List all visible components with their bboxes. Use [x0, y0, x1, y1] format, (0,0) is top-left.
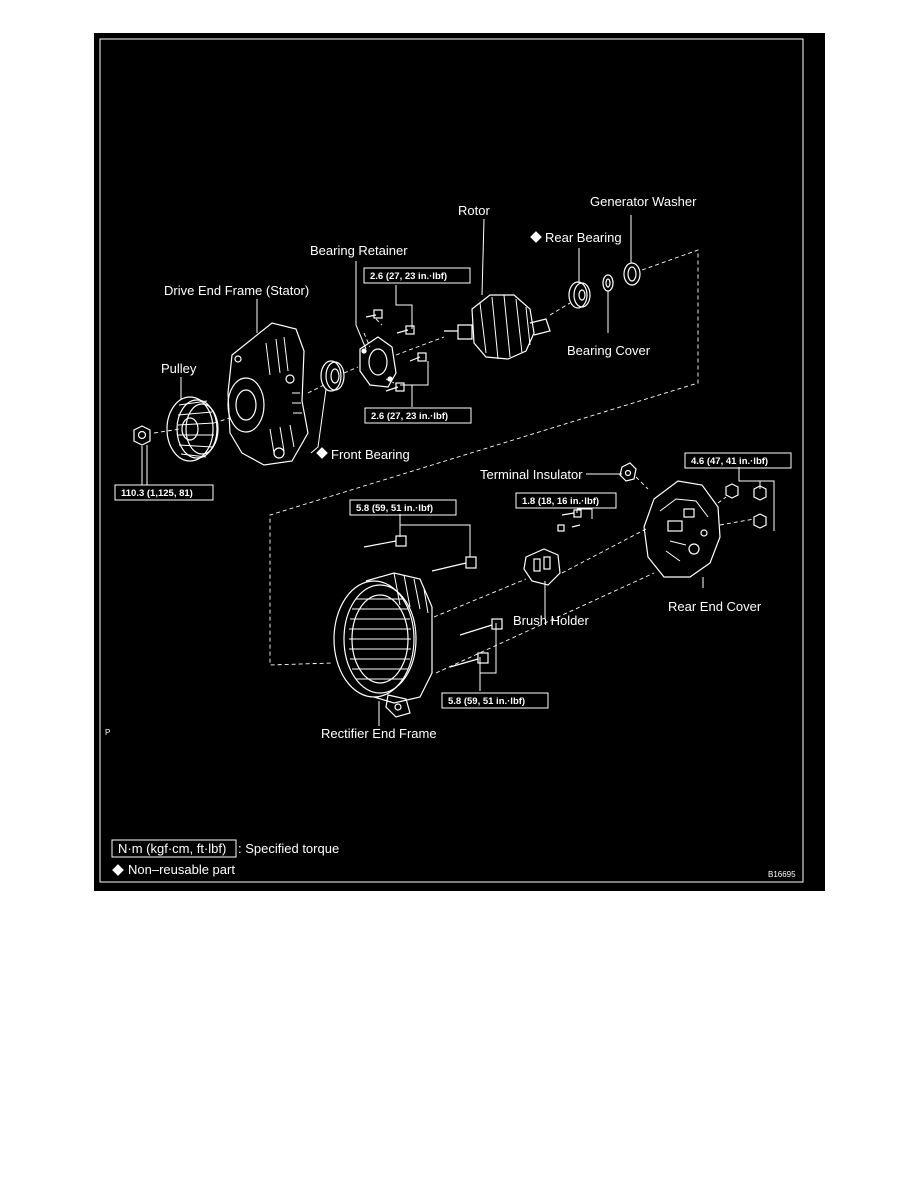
diagram-code: B16695: [768, 870, 796, 879]
torque-box-frame-top: [349, 499, 457, 516]
torque-rear-cover: 4.6 (47, 41 in.·lbf): [691, 456, 768, 467]
rear-end-cover-part: [643, 480, 721, 578]
label-pulley: Pulley: [161, 361, 197, 376]
pulley-part: [166, 396, 219, 462]
label-terminal-insulator: Terminal Insulator: [480, 467, 583, 482]
torque-retainer-top: 2.6 (27, 23 in.·lbf): [370, 271, 447, 282]
front-bearing-part: [320, 360, 345, 392]
diagram-frame: [99, 38, 804, 883]
label-rotor: Rotor: [458, 203, 490, 218]
assembly-axes: [153, 249, 755, 674]
rear-bearing-part: [568, 281, 591, 309]
label-bearing-retainer: Bearing Retainer: [310, 243, 408, 258]
torque-brush-holder: 1.8 (18, 16 in.·lbf): [522, 496, 599, 507]
torque-box-brush-holder: [515, 492, 617, 509]
leader-lines: [141, 215, 775, 726]
diamond-icon: [530, 231, 542, 243]
exploded-view-diagram: Rotor Generator Washer Rear Bearing Bear…: [94, 33, 825, 891]
label-rear-bearing: Rear Bearing: [545, 230, 622, 245]
brush-holder-part: [523, 548, 561, 586]
label-rear-end-cover: Rear End Cover: [668, 599, 762, 614]
generator-washer-part: [623, 262, 641, 286]
diamond-icon: [112, 864, 124, 876]
retainer-screws-part: [365, 309, 427, 392]
torque-pulley-nut: 110.3 (1,125, 81): [121, 488, 193, 499]
rotor-part: [444, 294, 551, 360]
diamond-icon: [316, 447, 328, 459]
legend-nonreusable: Non–reusable part: [128, 862, 235, 877]
torque-box-rear-cover: [684, 452, 792, 469]
legend-unit-box: [111, 839, 237, 858]
through-bolts-part: [363, 535, 503, 668]
label-rectifier-end-frame: Rectifier End Frame: [321, 726, 437, 741]
rectifier-end-frame-part: [333, 572, 433, 718]
legend: N·m (kgf·cm, ft·lbf) : Specified torque …: [111, 839, 796, 879]
torque-frame-bottom: 5.8 (59, 51 in.·lbf): [448, 696, 525, 707]
label-brush-holder: Brush Holder: [513, 613, 590, 628]
label-drive-end-frame: Drive End Frame (Stator): [164, 283, 309, 298]
torque-box-pulley-nut: [114, 484, 214, 501]
torque-frame-top: 5.8 (59, 51 in.·lbf): [356, 503, 433, 514]
torque-box-retainer-bottom: [364, 407, 472, 424]
label-bearing-cover: Bearing Cover: [567, 343, 651, 358]
label-generator-washer: Generator Washer: [590, 194, 697, 209]
torque-box-frame-bottom: [441, 692, 549, 709]
diagram-background: [94, 33, 825, 891]
torque-retainer-bottom: 2.6 (27, 23 in.·lbf): [371, 411, 448, 422]
pulley-nut-part: [133, 425, 151, 446]
legend-unit: N·m (kgf·cm, ft·lbf): [118, 841, 226, 856]
torque-box-retainer-top: [363, 267, 471, 284]
label-front-bearing: Front Bearing: [331, 447, 410, 462]
drive-end-frame-part: [227, 322, 309, 466]
legend-unit-desc: : Specified torque: [238, 841, 339, 856]
bearing-retainer-part: [359, 336, 397, 388]
corner-mark: P: [105, 728, 110, 737]
terminal-insulator-part: [619, 462, 637, 482]
